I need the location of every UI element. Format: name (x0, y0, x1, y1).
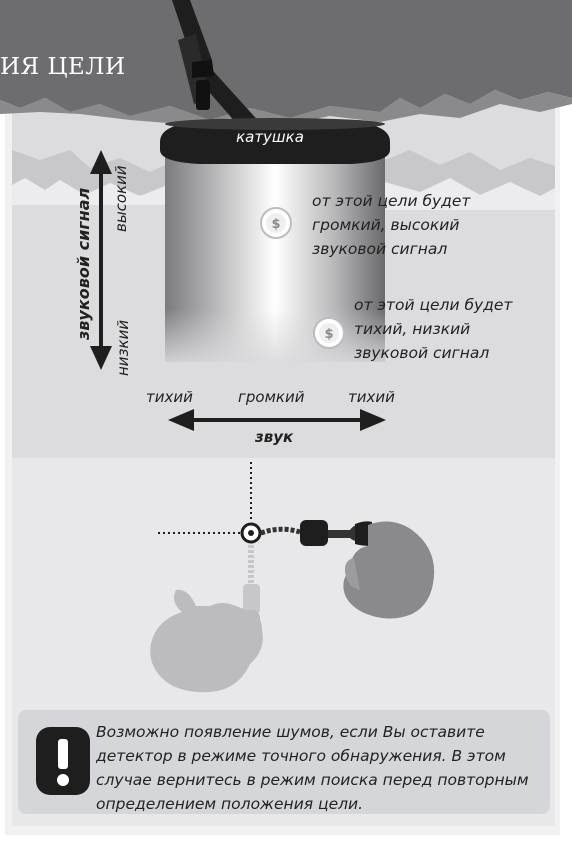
target-low-description: от этой цели будет тихий, низкий звуково… (354, 293, 549, 365)
axis-horizontal-left: тихий (146, 388, 193, 406)
warning-text: Возможно появление шумов, если Вы остави… (96, 720, 546, 816)
axis-vertical-title: звуковой сигнал (74, 188, 93, 340)
axis-horizontal-right: тихий (348, 388, 395, 406)
axis-vertical-low: низкий (114, 320, 132, 376)
coil-label: катушка (205, 128, 335, 146)
header-title: ИЯ ЦЕЛИ (0, 54, 126, 80)
axis-horizontal-center: громкий (238, 388, 304, 406)
target-coin-high: $ (261, 208, 291, 238)
svg-text:$: $ (271, 217, 280, 232)
svg-text:$: $ (324, 327, 333, 342)
target-high-description: от этой цели будет громкий, высокий звук… (312, 189, 522, 261)
axis-horizontal-title: звук (255, 428, 293, 446)
target-coin-low: $ (314, 318, 344, 348)
axis-vertical-high: высокий (112, 165, 130, 232)
